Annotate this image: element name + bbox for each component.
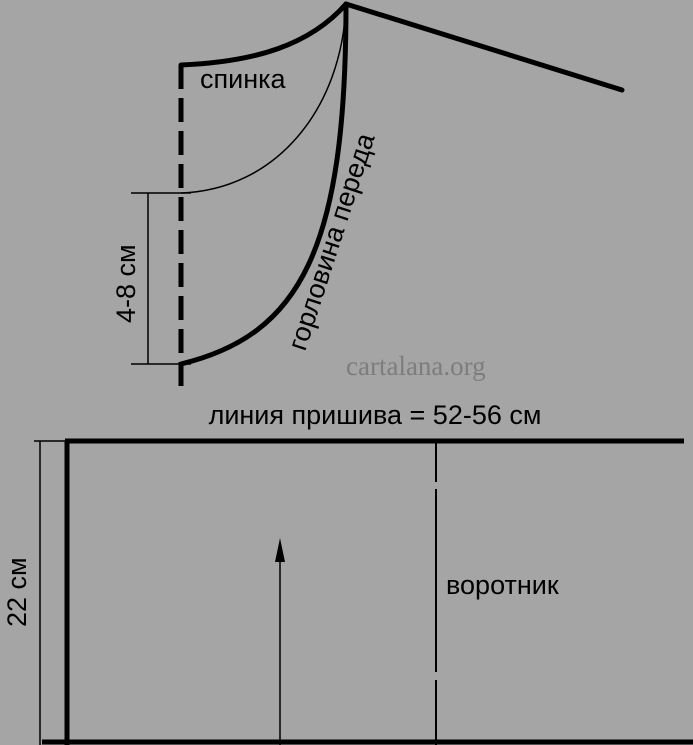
- height-label: 22 см: [2, 557, 32, 627]
- watermark: cartalana.org: [346, 351, 486, 381]
- depth-dimension: [131, 192, 191, 365]
- attach-line-label: линия пришива = 52-56 см: [209, 400, 542, 430]
- grain-arrow-head: [275, 538, 285, 562]
- collar-label: воротник: [446, 570, 559, 600]
- front-neckline-curve: [178, 1, 349, 367]
- shoulder-line: [343, 1, 625, 93]
- front-neckline-thin-curve: [180, 3, 347, 194]
- depth-label: 4-8 см: [111, 244, 141, 323]
- back-neckline-curve: [178, 1, 349, 68]
- neckline-drawing: [131, 1, 625, 386]
- collar-drawing: [34, 438, 693, 745]
- back-label: спинка: [200, 64, 287, 94]
